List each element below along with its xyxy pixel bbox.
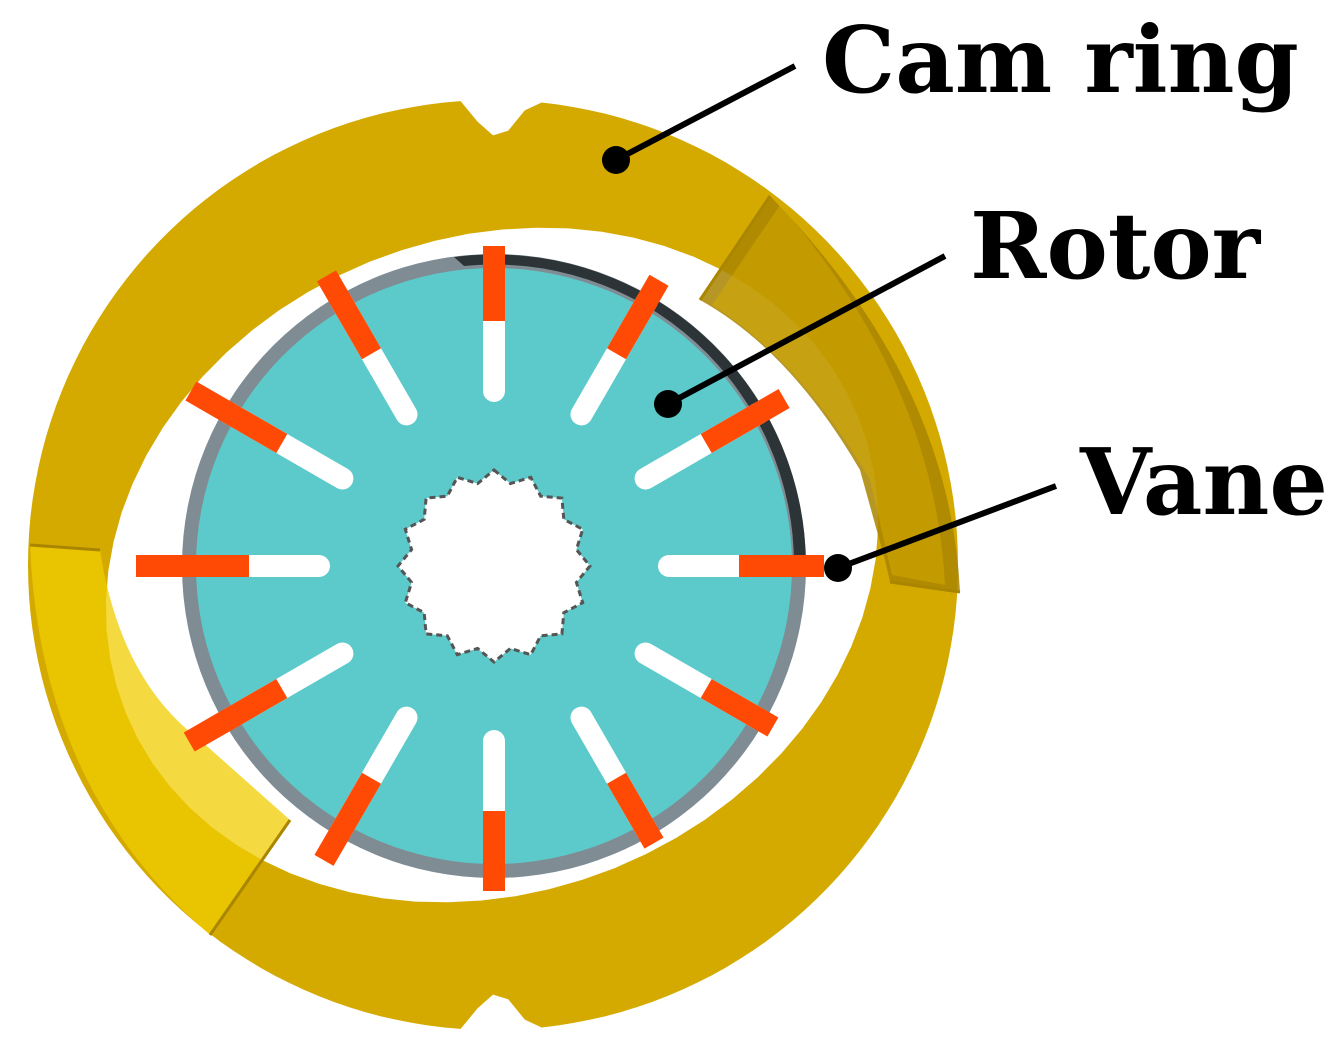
cam-ring-edge-line xyxy=(208,819,292,936)
callout-vane: Vane xyxy=(824,428,1328,582)
rotor xyxy=(182,254,806,878)
vane xyxy=(700,388,790,454)
callout-line xyxy=(614,63,797,163)
vanes xyxy=(136,246,824,891)
callout-rotor: Rotor xyxy=(654,192,1262,418)
vane xyxy=(606,274,669,360)
callout-dot xyxy=(824,554,852,582)
cam-ring-recess-face xyxy=(712,205,945,585)
cam-ring-edge-line xyxy=(889,580,961,594)
cam-ring-recess-lower-left xyxy=(30,545,290,935)
cam-ring-edge-line xyxy=(29,543,101,552)
label-rotor: Rotor xyxy=(970,192,1262,300)
vane xyxy=(606,772,664,849)
vane xyxy=(316,270,382,360)
callout-dot xyxy=(654,390,682,418)
vane xyxy=(183,678,288,752)
callout-dot xyxy=(602,146,630,174)
label-cam-ring: Cam ring xyxy=(822,6,1299,114)
cam-ring xyxy=(28,101,961,1029)
vane xyxy=(700,678,779,737)
callout-cam-ring: Cam ring xyxy=(602,6,1299,174)
callout-line xyxy=(836,483,1058,571)
spline-bore xyxy=(396,468,592,664)
vane xyxy=(185,381,288,454)
vane xyxy=(314,772,382,866)
cam-ring-edge-line xyxy=(698,195,772,301)
label-vane: Vane xyxy=(1079,428,1328,536)
callout-line xyxy=(666,253,947,407)
